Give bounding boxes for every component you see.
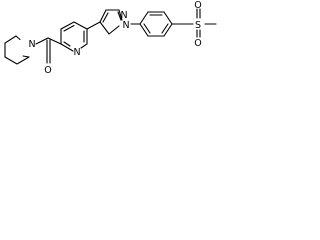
sulfonyl-double-bonds [196, 8, 201, 38]
carbonyl-oxygen-label: O [44, 65, 51, 76]
carbonyl-double-bond [46, 39, 51, 64]
pyrazole-double-bonds [102, 11, 122, 23]
pyridine-ring [60, 21, 88, 52]
pyrazole-nitrogen-1-label: N [122, 20, 129, 31]
pyridine-nitrogen-label: N [73, 47, 80, 58]
phenyl-double-bonds [143, 14, 169, 34]
pyridine-double-bonds [63, 24, 85, 47]
bonds [4, 8, 217, 65]
sulfur-label: S [195, 20, 201, 31]
piperidine-ring [4, 35, 30, 65]
pyrazole-nitrogen-2-label: N [120, 10, 127, 21]
biaryl-bond [86, 21, 101, 30]
sulfonyl-oxygen-1-label: O [194, 0, 201, 11]
sulfonyl-oxygen-2-label: O [194, 38, 201, 49]
chemical-structure: N O N N N S O O [4, 0, 217, 76]
pyrazole-ring [99, 9, 123, 35]
piperidine-nitrogen-label: N [28, 39, 35, 50]
amide-bond [35, 37, 62, 45]
phenyl-ring [139, 11, 173, 37]
atom-labels: N O N N N S O O [28, 0, 201, 76]
